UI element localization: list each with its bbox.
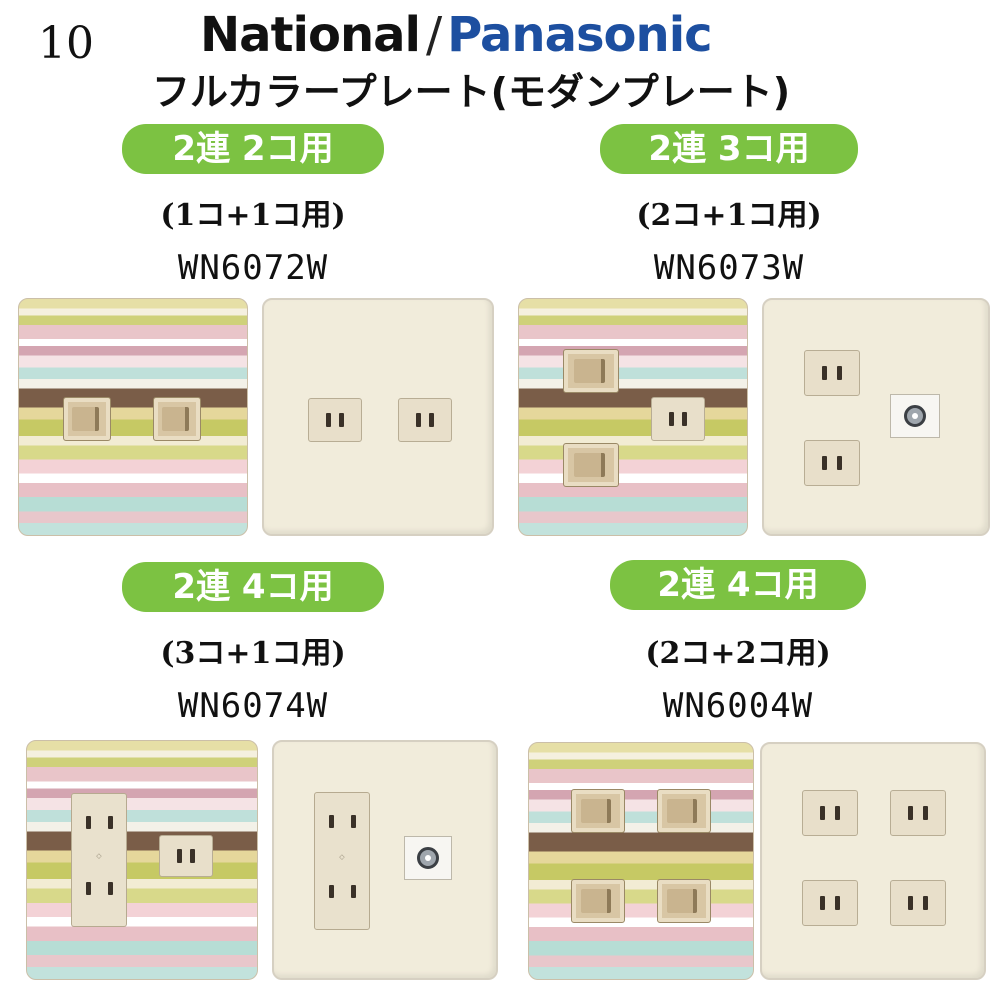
outlet-icon bbox=[890, 790, 946, 836]
outlet-icon bbox=[651, 397, 705, 441]
product-3-spec: (3コ+1コ用) bbox=[160, 636, 346, 671]
product-2-model: WN6073W bbox=[653, 248, 805, 288]
rocker-switch-icon bbox=[571, 879, 625, 923]
outlet-icon bbox=[159, 835, 213, 877]
rocker-switch-icon bbox=[563, 443, 619, 487]
outlet-icon bbox=[890, 880, 946, 926]
outlet-icon bbox=[308, 398, 362, 442]
product-4-plain-plate bbox=[760, 742, 986, 980]
rocker-switch-icon bbox=[153, 397, 201, 441]
outlet-icon bbox=[804, 440, 860, 486]
rocker-switch-icon bbox=[657, 789, 711, 833]
brand-panasonic: Panasonic bbox=[447, 7, 712, 63]
brand-logo: National/Panasonic bbox=[200, 4, 840, 66]
product-2-color-plate bbox=[518, 298, 748, 536]
product-3-model: WN6074W bbox=[177, 686, 329, 726]
product-4-color-plate bbox=[528, 742, 754, 980]
product-2-badge: 2連 3コ用 bbox=[600, 124, 858, 174]
page-number: 10 bbox=[38, 18, 94, 69]
rocker-switch-icon bbox=[571, 789, 625, 833]
product-3-plain-plate: ◇ bbox=[272, 740, 498, 980]
rocker-switch-icon bbox=[657, 879, 711, 923]
tv-antenna-terminal-icon bbox=[404, 836, 452, 880]
brand-separator: / bbox=[425, 7, 442, 63]
product-2-spec: (2コ+1コ用) bbox=[636, 198, 822, 233]
outlet-icon bbox=[802, 880, 858, 926]
product-3-color-plate: ◇ bbox=[26, 740, 258, 980]
brand-national: National bbox=[200, 7, 421, 63]
outlet-icon bbox=[802, 790, 858, 836]
product-1-spec: (1コ+1コ用) bbox=[160, 198, 346, 233]
product-1-model: WN6072W bbox=[177, 248, 329, 288]
product-4-spec: (2コ+2コ用) bbox=[645, 636, 831, 671]
outlet-icon bbox=[804, 350, 860, 396]
product-3-badge: 2連 4コ用 bbox=[122, 562, 384, 612]
rocker-switch-icon bbox=[63, 397, 111, 441]
product-1-plain-plate bbox=[262, 298, 494, 536]
rocker-switch-icon bbox=[563, 349, 619, 393]
triple-outlet-icon: ◇ bbox=[314, 792, 370, 930]
product-1-badge: 2連 2コ用 bbox=[122, 124, 384, 174]
outlet-icon bbox=[398, 398, 452, 442]
page-subtitle: フルカラープレート(モダンプレート) bbox=[152, 70, 791, 114]
product-1-color-plate bbox=[18, 298, 248, 536]
product-4-badge: 2連 4コ用 bbox=[610, 560, 866, 610]
product-2-plain-plate bbox=[762, 298, 990, 536]
product-4-model: WN6004W bbox=[662, 686, 814, 726]
tv-antenna-terminal-icon bbox=[890, 394, 940, 438]
triple-outlet-icon: ◇ bbox=[71, 793, 127, 927]
